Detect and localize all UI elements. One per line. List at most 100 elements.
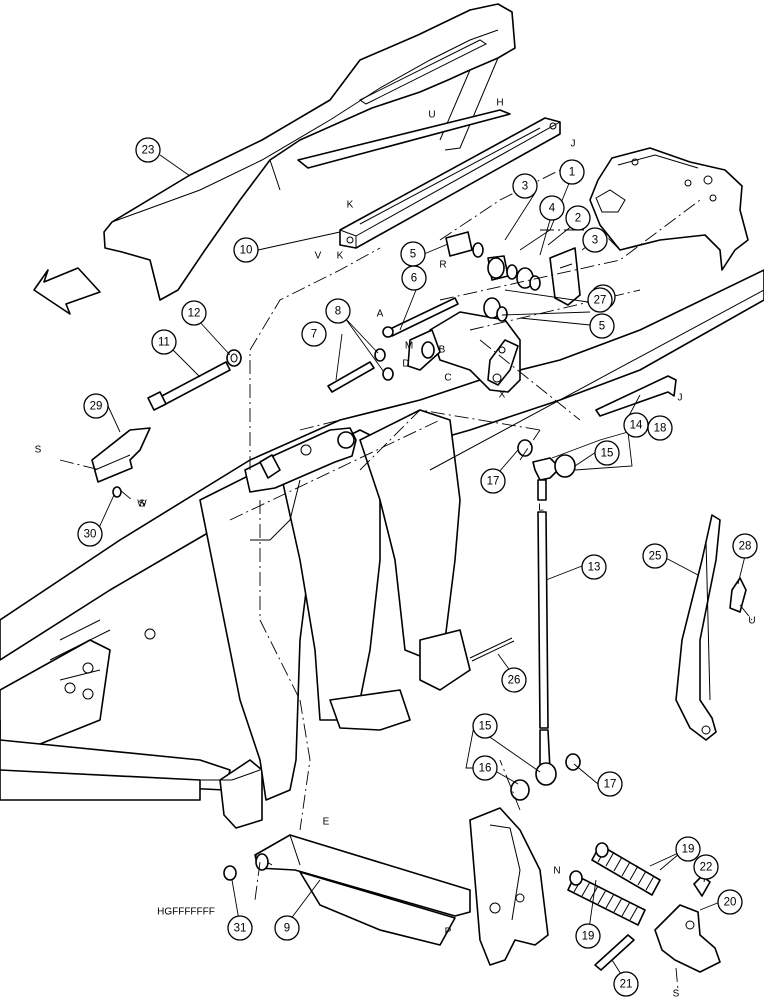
callout-label: 5 <box>599 321 605 333</box>
fastener-set <box>327 297 459 393</box>
callout-label: 17 <box>604 779 617 791</box>
shield-plate <box>91 427 151 498</box>
callout-5: 5 <box>400 241 426 267</box>
callout-circle <box>227 915 253 941</box>
callout-label: 31 <box>234 923 247 935</box>
callout-label: 15 <box>479 721 492 733</box>
callout-label: 12 <box>188 308 201 320</box>
callout-4: 4 <box>539 195 565 221</box>
reference-letter: S <box>139 499 146 510</box>
callout-label: 3 <box>592 235 598 247</box>
callout-label: 19 <box>682 844 695 856</box>
callout-25: 25 <box>642 543 668 569</box>
callout-circle <box>647 415 673 441</box>
callout-circle <box>717 889 743 915</box>
lower-arm <box>254 834 471 946</box>
callout-21: 21 <box>613 971 639 997</box>
callout-circle <box>589 313 615 339</box>
callout-circle <box>613 971 639 997</box>
front-direction-arrow <box>33 267 101 315</box>
callout-label: 17 <box>487 476 500 488</box>
callout-15: 15 <box>472 713 498 739</box>
reference-letter: N <box>553 866 560 877</box>
callout-15: 15 <box>594 440 620 466</box>
reference-letter: W <box>137 499 147 510</box>
callout-label: 25 <box>649 551 662 563</box>
reference-letter: E <box>323 817 330 828</box>
callout-label: 8 <box>335 306 341 318</box>
upright-bracket <box>469 807 549 966</box>
callout-circle <box>501 667 527 693</box>
callout-16: 16 <box>472 755 498 781</box>
callout-1: 1 <box>559 159 585 185</box>
reference-letter: B <box>439 345 446 356</box>
curved-arm <box>675 514 747 741</box>
callout-circle <box>472 713 498 739</box>
callout-label: 22 <box>700 862 713 874</box>
callout-label: 18 <box>654 423 667 435</box>
callout-11: 11 <box>151 329 177 355</box>
reference-letter: J <box>571 139 576 150</box>
callout-circle <box>575 923 601 949</box>
callout-circle <box>83 393 109 419</box>
callout-circle <box>151 329 177 355</box>
callout-label: 21 <box>620 979 633 991</box>
reference-letter: M <box>405 341 413 352</box>
reference-letter: U <box>428 110 435 121</box>
callout-circle <box>587 287 613 313</box>
callout-circle <box>77 521 103 547</box>
callout-circle <box>301 321 327 347</box>
callout-circle <box>274 915 300 941</box>
callout-list: 1233455567891011121314151516171718191920… <box>77 137 758 997</box>
spring-set <box>567 842 661 926</box>
callout-27: 27 <box>587 287 613 313</box>
callout-6: 6 <box>401 265 427 291</box>
callout-23: 23 <box>135 137 161 163</box>
callout-26: 26 <box>501 667 527 693</box>
callout-circle <box>582 227 608 253</box>
callout-22: 22 <box>693 854 719 880</box>
callout-label: 13 <box>588 562 601 574</box>
reference-letter: X <box>499 390 506 401</box>
callout-30: 30 <box>77 521 103 547</box>
callout-19: 19 <box>575 923 601 949</box>
pivot-bracket <box>429 311 521 393</box>
callout-label: 4 <box>549 203 556 215</box>
reference-letter: L <box>538 503 544 514</box>
callout-9: 9 <box>274 915 300 941</box>
clevis-assembly <box>244 427 357 493</box>
reference-letter: S <box>673 989 680 1000</box>
callout-circle <box>594 440 620 466</box>
tie-rod <box>429 289 764 471</box>
callout-3: 3 <box>512 173 538 199</box>
reference-letter: H <box>496 98 503 109</box>
reference-letter: K <box>337 251 344 262</box>
callout-label: 27 <box>594 295 607 307</box>
bushing-set <box>445 231 581 322</box>
reference-letter: A <box>377 309 384 320</box>
callout-5: 5 <box>589 313 615 339</box>
callout-label: 30 <box>84 529 97 541</box>
small-rod <box>469 637 515 662</box>
callout-circle <box>597 771 623 797</box>
callout-label: 20 <box>724 897 737 909</box>
callout-circle <box>135 137 161 163</box>
reference-letter: HGFFFFFFF <box>157 907 215 918</box>
callout-circle <box>539 195 565 221</box>
callout-label: 2 <box>575 213 581 225</box>
callout-label: 26 <box>508 675 521 687</box>
callout-13: 13 <box>581 554 607 580</box>
reference-letter: K <box>347 200 354 211</box>
callout-19: 19 <box>675 836 701 862</box>
callout-circle <box>233 237 259 263</box>
callout-label: 16 <box>479 763 492 775</box>
callout-29: 29 <box>83 393 109 419</box>
reference-letter: D <box>402 359 409 370</box>
callout-label: 14 <box>630 420 643 432</box>
callout-17: 17 <box>480 468 506 494</box>
main-frame-assembly <box>0 269 764 829</box>
callout-label: 10 <box>240 245 253 257</box>
callout-10: 10 <box>233 237 259 263</box>
